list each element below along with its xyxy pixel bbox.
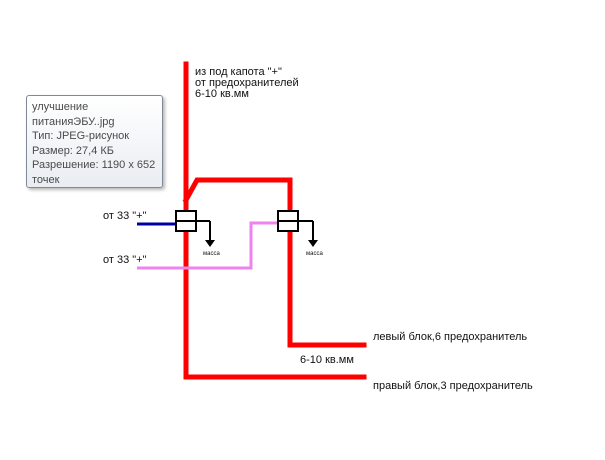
- ground-arrow-2: [308, 240, 318, 247]
- top-supply-label-2: от предохранителей: [195, 77, 299, 89]
- file-tooltip: улучшение питанияЭБУ..jpg Тип: JPEG-рису…: [26, 95, 163, 188]
- tooltip-line-3: Тип: JPEG-рисунок: [32, 130, 130, 142]
- wire-size-label: 6-10 кв.мм: [300, 354, 354, 366]
- control-wire-2: [137, 221, 278, 270]
- tooltip-line-6: точек: [32, 173, 60, 186]
- left-block-wire: [287, 228, 367, 348]
- top-supply-label-3: 6-10 кв.мм: [195, 88, 249, 100]
- relay-1: [175, 210, 211, 240]
- tooltip-line-4: Размер: 27,4 КБ: [32, 144, 115, 157]
- input-label-1: от 33 "+": [103, 210, 147, 222]
- ground-arrow-1: [205, 240, 215, 247]
- power-wires: [182, 61, 367, 380]
- ground-label-1: масса: [203, 251, 220, 257]
- tooltip-line-2: питанияЭБУ..jpg: [32, 115, 115, 128]
- top-supply-label-1: из под капота "+": [195, 66, 282, 78]
- input-label-2: от 33 "+": [103, 254, 147, 266]
- right-block-label: правый блок,3 предохранитель: [373, 380, 533, 392]
- left-block-label: левый блок,6 предохранитель: [373, 331, 527, 343]
- tooltip-line-1: улучшение: [32, 101, 89, 113]
- ground-label-2: масса: [306, 251, 323, 257]
- relay-2: [277, 210, 314, 240]
- tooltip-line-5: Разрешение: 1190 x 652: [32, 159, 156, 171]
- relay-link-wire: [182, 177, 293, 214]
